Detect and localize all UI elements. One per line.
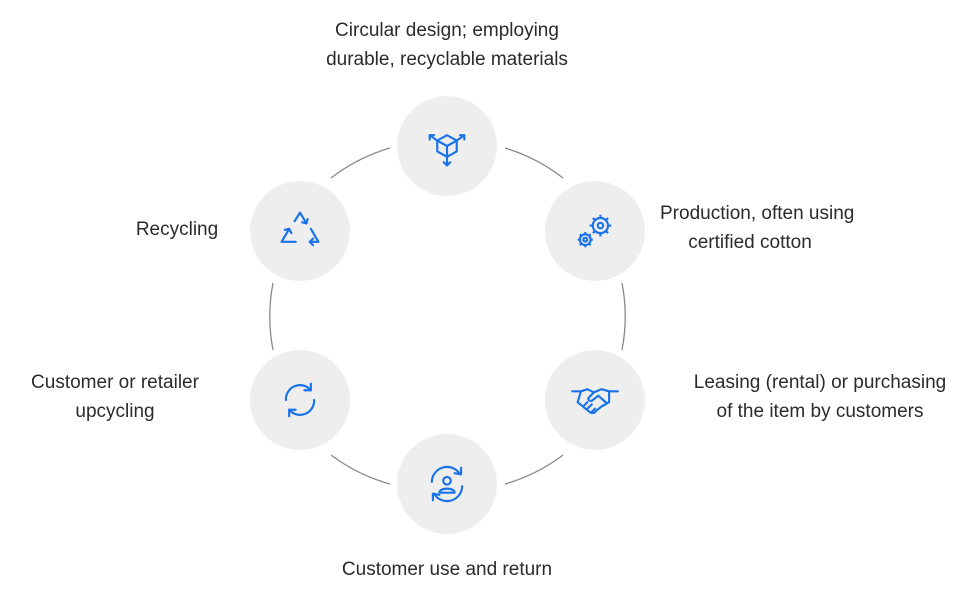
step-node-use-return xyxy=(397,434,497,534)
step-label-use-return: Customer use and return xyxy=(341,559,553,580)
step-label-recycling: Recycling xyxy=(135,219,219,240)
step-node-leasing xyxy=(545,350,645,450)
handshake-icon xyxy=(571,388,619,415)
step-node-design xyxy=(397,96,497,196)
gears-icon xyxy=(577,214,612,248)
refresh-arrows-icon xyxy=(284,382,316,418)
cube-arrows-icon xyxy=(428,134,466,167)
recycle-icon xyxy=(280,211,320,247)
user-cycle-icon xyxy=(430,465,464,503)
step-node-upcycling xyxy=(250,350,350,450)
step-node-production xyxy=(545,181,645,281)
step-node-recycling xyxy=(250,181,350,281)
